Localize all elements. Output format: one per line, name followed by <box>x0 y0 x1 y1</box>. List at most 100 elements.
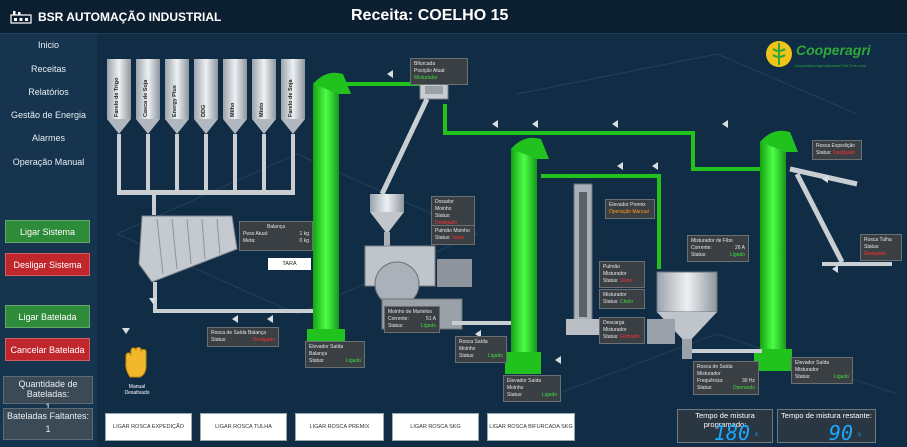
misturador-fibo-current-label: Corrente: <box>691 245 712 251</box>
start-rosca-skg-button[interactable]: LIGAR ROSCA SKG <box>392 413 479 441</box>
start-rosca-expedicao-button[interactable]: LIGAR ROSCA EXPEDIÇÃO <box>105 413 192 441</box>
remaining-mix-time-label: Tempo de mistura restante: <box>781 411 872 420</box>
moinho-status: Ligado <box>420 323 436 329</box>
rosca-expedicao-status: Desligado <box>832 150 856 156</box>
elevador-saida-balanca-label: Elevador Saída Balança Status:Ligado <box>305 341 365 368</box>
programmed-mix-time: Tempo de mistura programado: 180 s <box>677 409 773 445</box>
remaining-mix-time-unit: s <box>858 432 861 438</box>
brand: BSR AUTOMAÇÃO INDUSTRIAL <box>10 8 221 26</box>
rosca-saida-balanca-status-label: Status: <box>211 337 227 343</box>
bifurcada-status: Misturador <box>414 75 438 81</box>
silo-label-5: Milho <box>230 102 236 117</box>
process-diagram: Cooperagri Cooperativa Agroindustrial Of… <box>97 34 907 447</box>
cooperagri-logo: Cooperagri Cooperativa Agroindustrial Of… <box>764 39 902 79</box>
programmed-mix-time-label: Tempo de mistura programado: <box>695 411 755 429</box>
silo-label-1: Farelo de Trigo <box>114 77 120 117</box>
bifurcada-valve <box>419 80 449 100</box>
descarga-misturador-status-label: Status: <box>603 334 619 340</box>
batch-quantity-label: Quantidade de Bateladas: <box>18 379 78 399</box>
rosca-saida-misturador-name: Rosca de Saída Misturador <box>697 364 733 377</box>
rosca-saida-misturador-status-label: Status: <box>697 385 713 391</box>
descarga-misturador-label: Descarga Misturador Status: Fechado <box>599 317 645 344</box>
misturador-fibo-current: 26 A <box>734 245 745 251</box>
start-system-button[interactable]: Ligar Sistema <box>5 220 90 243</box>
misturador-status-label: Status: <box>603 299 619 305</box>
logo-subtitle: Cooperativa Agroindustrial Ofa Tom Leal <box>794 63 866 68</box>
rosca-saida-balanca-name: Rosca de Saída Balança <box>211 330 267 336</box>
misturador-fibo-status-label: Status: <box>691 252 707 258</box>
dosador-moinho-label: Dosador Moinho Status: Desligado <box>431 196 475 230</box>
rosca-saida-misturador-freq: 30 Hz <box>741 378 755 384</box>
remaining-mix-time: Tempo de mistura restante: 90 s <box>777 409 876 445</box>
elevador-premix-name: Elevador Premix <box>609 202 646 208</box>
nav-relatorios[interactable]: Relatórios <box>28 87 69 97</box>
rosca-tulha-status-label: Status: <box>864 244 880 250</box>
pulmao-moinho-status: Vazio <box>451 235 465 241</box>
manual-mode-line2: Desativado <box>124 390 150 396</box>
moinho-status-label: Status: <box>388 323 404 329</box>
bifurcada-name: Bifurcada <box>414 61 436 67</box>
brand-name: BSR AUTOMAÇÃO INDUSTRIAL <box>38 10 222 24</box>
tare-button[interactable]: TARA <box>268 258 311 270</box>
misturador-label: Misturador Status: Cheio <box>599 289 645 309</box>
nav-inicio[interactable]: Inicio <box>37 40 59 50</box>
descarga-misturador-status: Fechado <box>619 334 640 340</box>
rosca-saida-moinho-name: Rosca Saída Moinho <box>459 339 488 352</box>
batch-remaining-value: 1 <box>45 424 51 434</box>
pulmao-moinho-name: Pulmão Moinho <box>435 228 470 234</box>
premix-elevator <box>566 183 600 335</box>
rosca-saida-moinho-status: Ligado <box>487 353 503 359</box>
elevador-saida-misturador-status-label: Status: <box>795 374 811 380</box>
dosador-moinho-status-label: Status: <box>435 213 451 219</box>
rosca-expedicao-status-label: Status: <box>816 150 832 156</box>
silo-label-4: DDG <box>201 104 207 117</box>
rosca-tulha-label: Rosca Tulha Status: Desligado <box>860 234 902 261</box>
start-rosca-tulha-button[interactable]: LIGAR ROSCA TULHA <box>200 413 287 441</box>
factory-icon <box>10 11 32 24</box>
batch-remaining-label: Bateladas Faltantes: <box>6 411 90 421</box>
pulmao-moinho-label: Pulmão Moinho Status: Vazio <box>431 225 475 245</box>
rosca-expedicao-name: Rosca Expedição <box>816 143 855 149</box>
misturador-status: Cheio <box>619 299 634 305</box>
logo-name: Cooperagri <box>796 42 871 58</box>
start-rosca-bifurcada-skg-button[interactable]: LIGAR ROSCA BIFURCADA SKG <box>487 413 575 441</box>
pulmao-misturador-status-label: Status: <box>603 278 619 284</box>
elevator-2 <box>505 137 549 374</box>
start-rosca-premix-button[interactable]: LIGAR ROSCA PREMIX <box>295 413 384 441</box>
elevador-premix-label: Elevador Premix Operação Manual <box>605 199 655 219</box>
bifurcada-status-label: Posição Atual: <box>414 68 446 74</box>
silo-label-7: Farelo de Soja <box>288 79 294 117</box>
elevador-saida-misturador-label: Elevador Saída Misturador Status:Ligado <box>791 357 853 384</box>
descarga-misturador-name: Descarga Misturador <box>603 320 627 333</box>
scale-weight-value: 1 kg <box>299 231 309 237</box>
stop-system-button[interactable]: Desligar Sistema <box>5 253 90 276</box>
nav-receitas[interactable]: Receitas <box>30 64 66 74</box>
moinho-current: 51 A <box>425 316 436 322</box>
start-batch-button[interactable]: Ligar Batelada <box>5 305 90 328</box>
nav-gestao-energia[interactable]: Gestão de Energia <box>10 110 87 120</box>
manual-mode-indicator[interactable]: Manual Desativado <box>117 346 157 396</box>
nav-alarmes[interactable]: Alarmes <box>31 133 65 143</box>
elevador-saida-misturador-status: Ligado <box>833 374 849 380</box>
rosca-saida-moinho-status-label: Status: <box>459 353 475 359</box>
dosador-moinho-name: Dosador Moinho <box>435 199 454 212</box>
rosca-saida-misturador-label: Rosca de Saída Misturador Frequência:30 … <box>693 361 759 395</box>
moinho-name: Moinho de Martelos <box>388 309 432 315</box>
scale-target-value: 0 kg <box>299 238 309 244</box>
batch-remaining-box: Bateladas Faltantes: 1 <box>3 408 93 440</box>
cancel-batch-button[interactable]: Cancelar Batelada <box>5 338 90 361</box>
pulmao-misturador-name: Pulmão Misturador <box>603 264 627 277</box>
nav-operacao-manual[interactable]: Operação Manual <box>12 157 85 167</box>
rosca-tulha-status: Desligado <box>864 251 887 257</box>
misturador-fibo-status: Ligado <box>729 252 745 258</box>
elevador-premix-status: Operação Manual <box>609 209 649 215</box>
header-bar: BSR AUTOMAÇÃO INDUSTRIAL Receita: COELHO… <box>0 0 907 34</box>
mixer <box>647 271 718 359</box>
elevador-saida-balanca-status: Ligado <box>345 358 361 364</box>
elevador-saida-moinho-status-label: Status: <box>507 392 523 398</box>
pulmao-misturador-status: Vazio <box>619 278 633 284</box>
moinho-label: Moinho de Martelos Corrente:51 A Status:… <box>384 306 440 333</box>
silo-label-6: Misto <box>259 102 265 117</box>
rosca-saida-moinho-label: Rosca Saída Moinho Status: Ligado <box>455 336 507 363</box>
scale-weight-label: Peso Atual: <box>243 231 269 237</box>
